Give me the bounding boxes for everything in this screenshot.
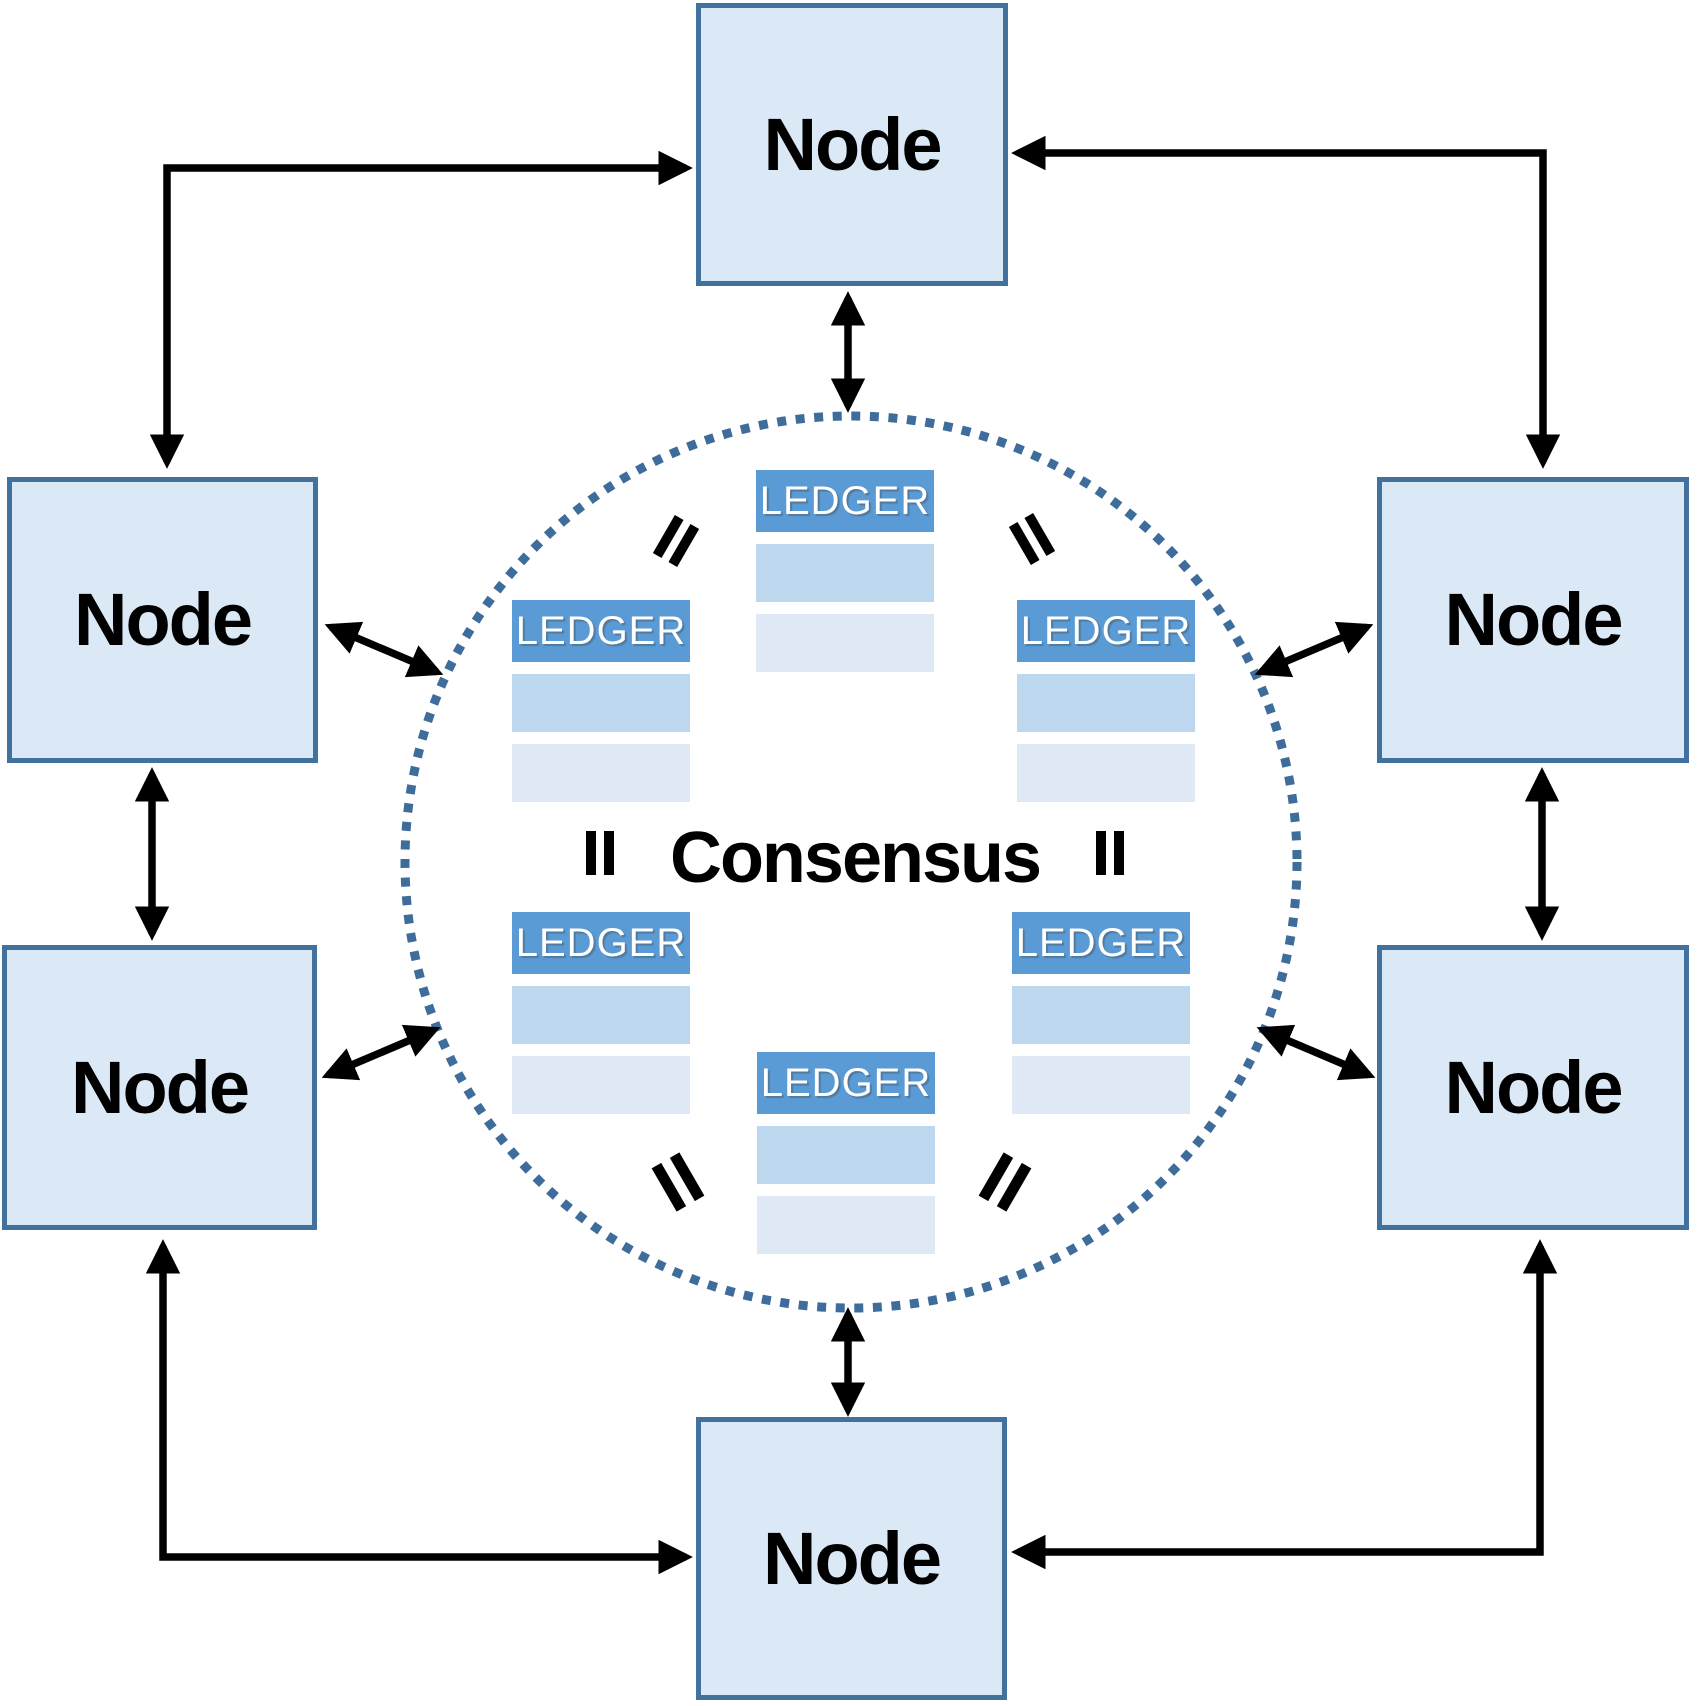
consensus-dotted-circle — [400, 411, 1302, 1313]
arrow-upper-right-node-circle — [1254, 621, 1374, 678]
node-box-top: Node — [696, 3, 1008, 286]
consensus-title: Consensus — [669, 818, 1042, 898]
ledger-row — [512, 744, 690, 802]
node-box-lower-right: Node — [1377, 945, 1689, 1230]
ledger-row — [1017, 674, 1195, 732]
node-label: Node — [1444, 578, 1624, 661]
ledger-table-upper-right: LEDGER — [1017, 600, 1195, 802]
ledger-row — [757, 1196, 935, 1254]
arrow-lower-left-node-circle — [321, 1024, 441, 1081]
ledger-row — [1012, 986, 1190, 1044]
ledger-row — [512, 674, 690, 732]
ledger-row — [1017, 744, 1195, 802]
ledger-header: LEDGER — [1012, 912, 1190, 974]
ledger-header: LEDGER — [757, 1052, 935, 1114]
arrow-bottom-right-corner — [1011, 1239, 1558, 1570]
node-box-bottom: Node — [696, 1417, 1007, 1700]
ledger-row — [756, 614, 934, 672]
node-label: Node — [74, 578, 253, 661]
node-label: Node — [1444, 1045, 1624, 1129]
ledger-row — [756, 544, 934, 602]
node-box-lower-left: Node — [2, 945, 317, 1230]
ledger-header: LEDGER — [512, 912, 690, 974]
node-label: Node — [763, 102, 943, 186]
arrow-bottom-left-corner — [145, 1239, 693, 1575]
ledger-row — [512, 986, 690, 1044]
ledger-table-lower-left: LEDGER — [512, 912, 690, 1114]
node-box-upper-left: Node — [7, 477, 318, 763]
arrow-upper-left-node-circle — [324, 621, 444, 678]
ledger-row — [512, 1056, 690, 1114]
arrow-lower-right-node-circle — [1256, 1024, 1376, 1081]
ledger-row — [1012, 1056, 1190, 1114]
ledger-table-upper-left: LEDGER — [512, 600, 690, 802]
arrow-top-right-corner — [1011, 135, 1561, 469]
ledger-row — [757, 1126, 935, 1184]
node-label: Node — [71, 1045, 250, 1129]
ledger-header: LEDGER — [1017, 600, 1195, 662]
equals-icon — [1096, 831, 1124, 875]
ledger-table-lower-right: LEDGER — [1012, 912, 1190, 1114]
ledger-table-top-center: LEDGER — [756, 470, 934, 672]
ledger-header: LEDGER — [512, 600, 690, 662]
node-label: Node — [763, 1516, 942, 1600]
ledger-table-bottom-center: LEDGER — [757, 1052, 935, 1254]
node-box-upper-right: Node — [1377, 477, 1689, 763]
equals-icon — [586, 831, 614, 875]
arrow-top-left-corner — [149, 150, 693, 469]
ledger-header: LEDGER — [756, 470, 934, 532]
